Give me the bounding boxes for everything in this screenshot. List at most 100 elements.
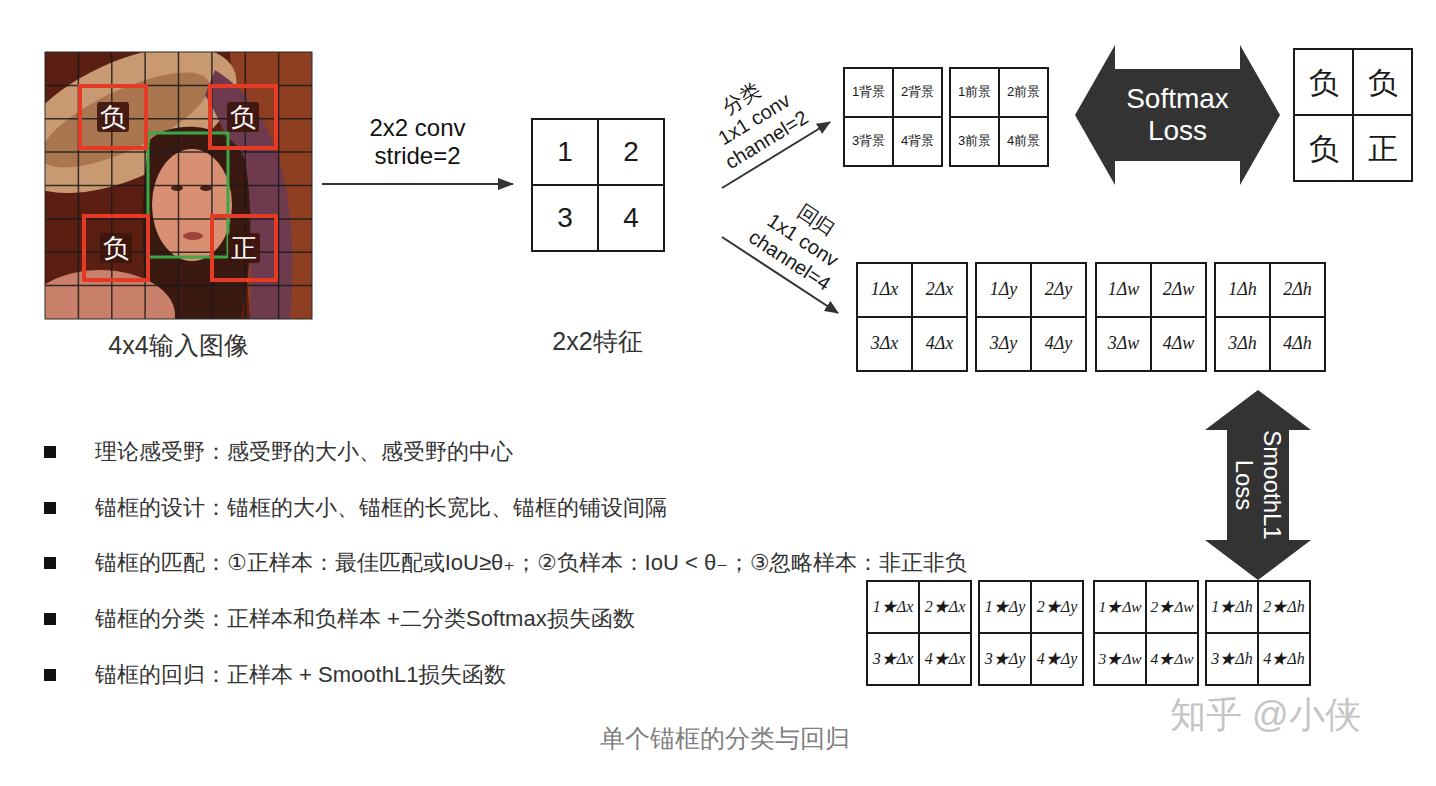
face-shape (152, 149, 232, 261)
bullet-square (44, 669, 56, 681)
cell-text: 3前景 (958, 134, 991, 148)
grid-cell: 1 (531, 118, 599, 186)
grid-cell: 2前景 (998, 67, 1049, 118)
cell-text: 3Δx (871, 334, 899, 354)
double-arrow-outline (1205, 390, 1311, 580)
grid-cell: 1★Δy (978, 580, 1032, 634)
cell-text: 1 (557, 137, 573, 168)
cell-text: 4前景 (1007, 134, 1040, 148)
grid-cell: 3★Δx (866, 632, 920, 686)
feature-map: 2x2特征1234 (531, 118, 664, 250)
grid-cell: 1Δx (856, 262, 913, 318)
cell-text: 4背景 (901, 134, 934, 148)
grid-cell: 1Δy (975, 262, 1032, 318)
grid-cell: 1Δh (1214, 262, 1271, 318)
grid-cell: 4★Δy (1030, 632, 1084, 686)
grid-cell: 1★Δh (1205, 580, 1259, 634)
grid-line (45, 151, 312, 153)
cell-text: 3★Δw (1098, 650, 1141, 667)
grid-cell: 3★Δh (1205, 632, 1259, 686)
mouth-shape (183, 232, 203, 240)
bullet-square (44, 557, 56, 569)
cell-text: 负 (1309, 66, 1339, 99)
cell-text: 3★Δh (1211, 650, 1252, 668)
branch-label-group: 回归1x1 convchannel=4 (737, 180, 868, 300)
cell-text: 2Δx (926, 280, 954, 300)
cell-text: 1Δw (1108, 280, 1140, 300)
cell-text: 2Δw (1163, 280, 1195, 300)
grid-cell: 1Δw (1095, 262, 1152, 318)
grid-cell: 2Δh (1269, 262, 1326, 318)
sample-label: 负 (97, 102, 129, 132)
grid-cell: 1背景 (843, 67, 894, 118)
grid-cell: 4前景 (998, 116, 1049, 167)
cell-text: 1Δy (990, 280, 1018, 300)
cell-text: 3Δy (990, 334, 1018, 354)
grid-line (45, 285, 312, 287)
bullet-square (44, 613, 56, 625)
cell-text: 负 (1368, 66, 1398, 99)
cell-text: 2★Δw (1150, 598, 1193, 615)
watermark: 知乎 @小侠 (1170, 694, 1361, 736)
sample-label: 负 (100, 233, 132, 263)
edge-label: 2x2 conv stride=2 (343, 114, 493, 170)
grid-cell: 4Δy (1030, 316, 1087, 372)
grid-cell: 负 (1293, 114, 1354, 182)
image-caption: 2x2特征 (471, 326, 724, 356)
cell-text: 4Δy (1045, 334, 1073, 354)
shoulder-shape (45, 270, 175, 319)
softmax-loss-arrow: Softmax Loss (1075, 45, 1280, 185)
cell-text: 1前景 (958, 85, 991, 99)
grid-cell: 4Δw (1150, 316, 1207, 372)
cell-text: 2Δy (1045, 280, 1073, 300)
cell-text: 2★Δx (925, 598, 966, 616)
cell-text: 3★Δx (873, 650, 914, 668)
cell-text: 1★Δh (1211, 598, 1252, 616)
grid-cell: 3★Δy (978, 632, 1032, 686)
cell-text: 2Δh (1283, 280, 1312, 300)
figure-caption: 单个锚框的分类与回归 (475, 722, 975, 754)
grid-cell: 4背景 (892, 116, 943, 167)
cell-text: 4★Δx (925, 650, 966, 668)
cell-text: 4Δx (926, 334, 954, 354)
pixel-grid (45, 52, 312, 319)
grid-cell: 3背景 (843, 116, 894, 167)
cell-text: 1Δx (871, 280, 899, 300)
grid-line (45, 118, 312, 120)
cell-text: 2★Δy (1037, 598, 1078, 616)
photo-frame (45, 52, 312, 319)
grid-cell: 3Δy (975, 316, 1032, 372)
bullet-text: 锚框的分类：正样本和负样本 +二分类Softmax损失函数 (95, 605, 635, 633)
bullet-text: 锚框的匹配：①正样本：最佳匹配或IoU≥θ₊；②负样本：IoU < θ₋；③忽略… (95, 549, 967, 577)
grid-cell: 3 (531, 184, 599, 252)
anchor-box: 负 (208, 84, 278, 150)
branch-label-group: 分类1x1 convchannel=2 (688, 60, 819, 179)
bullet-square (44, 446, 56, 458)
sample-label: 负 (227, 102, 259, 132)
cell-text: 4★Δy (1037, 650, 1078, 668)
grid-cell: 2背景 (892, 67, 943, 118)
conv-arrow (322, 183, 513, 185)
grid-cell: 3Δx (856, 316, 913, 372)
grid-cell: 3★Δw (1093, 632, 1147, 686)
grid-cell: 4★Δh (1257, 632, 1311, 686)
input-image: 4x4输入图像负负负正 (45, 52, 312, 319)
sample-label: 正 (228, 233, 260, 263)
cell-text: 3 (557, 203, 573, 234)
anchor-box: 负 (78, 84, 148, 150)
bullet-text: 锚框的回归：正样本 + SmoothL1损失函数 (95, 661, 506, 689)
cell-text: 3Δh (1228, 334, 1257, 354)
grid-cell: 负 (1293, 48, 1354, 116)
grid-cell: 2★Δy (1030, 580, 1084, 634)
cell-text: 1★Δy (985, 598, 1026, 616)
grid-cell: 1★Δx (866, 580, 920, 634)
grid-cell: 2Δw (1150, 262, 1207, 318)
anchor-box: 负 (82, 214, 150, 282)
cell-text: 1Δh (1228, 280, 1257, 300)
loss-text: Softmax Loss (1108, 83, 1248, 147)
cell-text: 4★Δh (1263, 650, 1304, 668)
grid-cell: 4 (597, 184, 665, 252)
grid-cell: 正 (1352, 114, 1413, 182)
grid-cell: 4Δh (1269, 316, 1326, 372)
